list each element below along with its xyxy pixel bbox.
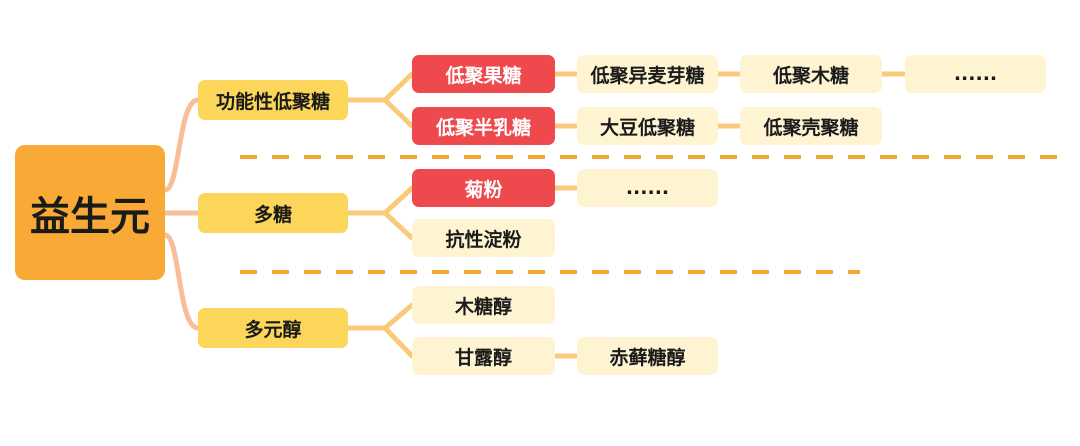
node-fos: 低聚果糖 <box>412 55 555 93</box>
branch-oligosaccharide: 功能性低聚糖 <box>198 80 348 120</box>
root-node: 益生元 <box>15 145 165 280</box>
node-inulin: 菊粉 <box>412 169 555 207</box>
node-ellipsis: ...... <box>577 169 718 207</box>
node-mannitol: 甘露醇 <box>412 337 555 375</box>
node-imo: 低聚异麦芽糖 <box>577 55 718 93</box>
node-soy-oligo: 大豆低聚糖 <box>577 107 718 145</box>
node-ellipsis: ...... <box>905 55 1046 93</box>
branch-polysaccharide: 多糖 <box>198 193 348 233</box>
connector-root-to-polyol <box>162 232 201 331</box>
node-xos: 低聚木糖 <box>740 55 882 93</box>
node-cos: 低聚壳聚糖 <box>740 107 882 145</box>
node-gos: 低聚半乳糖 <box>412 107 555 145</box>
node-erythritol: 赤藓糖醇 <box>577 337 718 375</box>
branch-polyol: 多元醇 <box>198 308 348 348</box>
connector-root-to-oligosaccharide <box>162 97 201 193</box>
node-xylitol: 木糖醇 <box>412 286 555 324</box>
node-resistant-starch: 抗性淀粉 <box>412 219 555 257</box>
